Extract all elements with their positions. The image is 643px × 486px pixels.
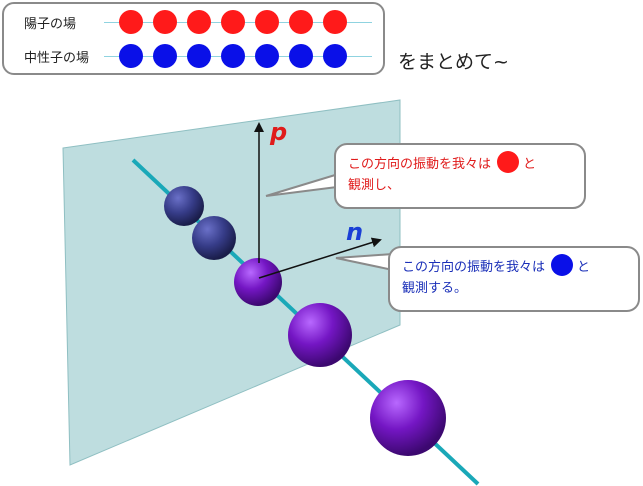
callout-proton-text-1: この方向の振動を我々は xyxy=(348,157,492,172)
legend-label-proton: 陽子の場 xyxy=(24,17,77,32)
sphere-2 xyxy=(192,216,236,260)
proton-dot-6 xyxy=(289,10,313,34)
callout-proton: この方向の振動を我々は と 観測し、 xyxy=(334,143,586,209)
proton-dot-icon xyxy=(497,151,520,173)
neutron-dot-icon xyxy=(551,254,574,276)
neutron-dot-1 xyxy=(119,44,143,68)
callout-neutron-text-3: 観測する。 xyxy=(402,281,468,296)
callout-neutron-text-2: と xyxy=(577,260,591,275)
sphere-5 xyxy=(370,380,446,456)
proton-dot-2 xyxy=(153,10,177,34)
neutron-dot-2 xyxy=(153,44,177,68)
neutron-dot-7 xyxy=(323,44,347,68)
sphere-3 xyxy=(234,258,282,306)
proton-dot-5 xyxy=(255,10,279,34)
callout-neutron: この方向の振動を我々は と 観測する。 xyxy=(388,246,640,312)
sphere-1 xyxy=(164,186,204,226)
legend-box: 陽子の場 中性子の場 xyxy=(2,2,385,75)
neutron-dot-5 xyxy=(255,44,279,68)
neutron-dot-6 xyxy=(289,44,313,68)
axis-n-arrow xyxy=(258,237,382,279)
callout-proton-text-2: と xyxy=(523,157,537,172)
proton-dot-3 xyxy=(187,10,211,34)
summary-text: をまとめて~ xyxy=(398,51,509,73)
callout-neutron-text-1: この方向の振動を我々は xyxy=(402,260,546,275)
proton-dot-4 xyxy=(221,10,245,34)
callout-proton-text-3: 観測し、 xyxy=(348,178,401,193)
neutron-dot-3 xyxy=(187,44,211,68)
axis-p-label: p xyxy=(270,118,288,146)
proton-dot-1 xyxy=(119,10,143,34)
sphere-4 xyxy=(288,303,352,367)
proton-dot-7 xyxy=(323,10,347,34)
neutron-dot-4 xyxy=(221,44,245,68)
legend-label-neutron: 中性子の場 xyxy=(24,51,90,66)
field-plane xyxy=(62,99,401,466)
axis-n-label: n xyxy=(346,218,364,246)
